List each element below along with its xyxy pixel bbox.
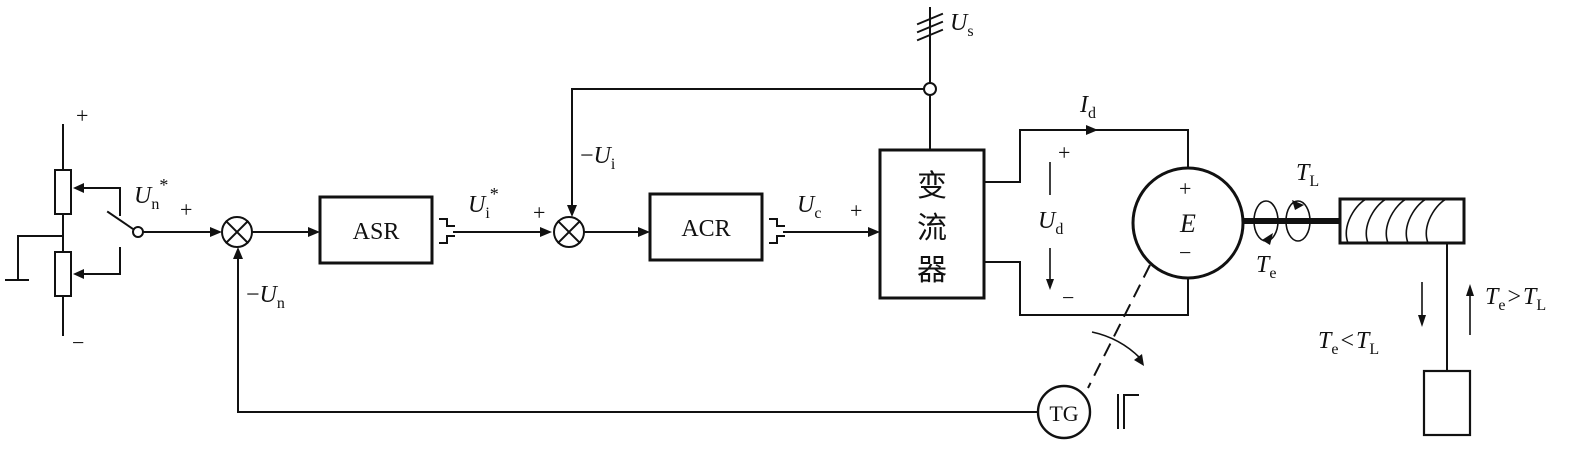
current-reference-label: Ui* [468, 184, 499, 222]
armature-current-label: Id [1079, 92, 1096, 122]
electromagnetic-torque-rotation-icon [1253, 200, 1279, 245]
converter-label-1: 变 [917, 169, 947, 204]
load-torque-rotation-icon [1285, 200, 1311, 242]
load-torque-label: TL [1296, 160, 1319, 190]
acr-label: ACR [681, 216, 730, 242]
sum2-plus-sign: + [533, 200, 545, 225]
converter-label-3: 器 [917, 253, 947, 288]
acr-limiter-icon [769, 218, 785, 244]
current-sensor-node [923, 82, 937, 96]
three-phase-ticks-icon [916, 12, 944, 42]
converter-input-plus-sign: + [850, 198, 862, 223]
winch-drum-icon [1338, 197, 1472, 437]
converter-label-2: 流 [917, 211, 947, 246]
pot-minus-sign: − [72, 330, 84, 355]
supply-voltage-label: Us [950, 10, 974, 40]
ud-minus-sign: − [1062, 285, 1074, 310]
current-feedback-label: −Ui [580, 143, 616, 173]
pot-plus-sign: + [76, 103, 88, 128]
tach-excitation-icon [1117, 394, 1139, 429]
speed-summing-junction [221, 216, 253, 248]
speed-reference-label: Un* [134, 175, 168, 213]
electromagnetic-torque-label: Te [1256, 252, 1276, 282]
acr-block [648, 192, 764, 262]
tach-rotation-arrow [1091, 331, 1141, 359]
current-summing-junction [553, 216, 585, 248]
converter-block [878, 148, 986, 300]
sum1-plus-sign: + [180, 197, 192, 222]
reference-potentiometer [5, 124, 144, 336]
armature-voltage-label: Ud [1038, 208, 1063, 238]
asr-limiter-icon [439, 218, 455, 244]
motor-plus-sign: + [1179, 176, 1191, 201]
tach-coupling-dashed [1087, 264, 1151, 389]
asr-label: ASR [353, 219, 400, 245]
motor-minus-sign: − [1179, 240, 1191, 265]
ud-plus-sign: + [1058, 140, 1070, 165]
tachogenerator-label: TG [1049, 401, 1078, 426]
torque-relation-lifting: Te>TL [1485, 284, 1546, 314]
control-voltage-label: Uc [797, 192, 821, 222]
motor-emf-label: E [1179, 209, 1196, 238]
asr-block [318, 195, 434, 265]
torque-relation-lowering: Te<TL [1318, 328, 1379, 358]
speed-feedback-label: −Un [246, 282, 285, 312]
